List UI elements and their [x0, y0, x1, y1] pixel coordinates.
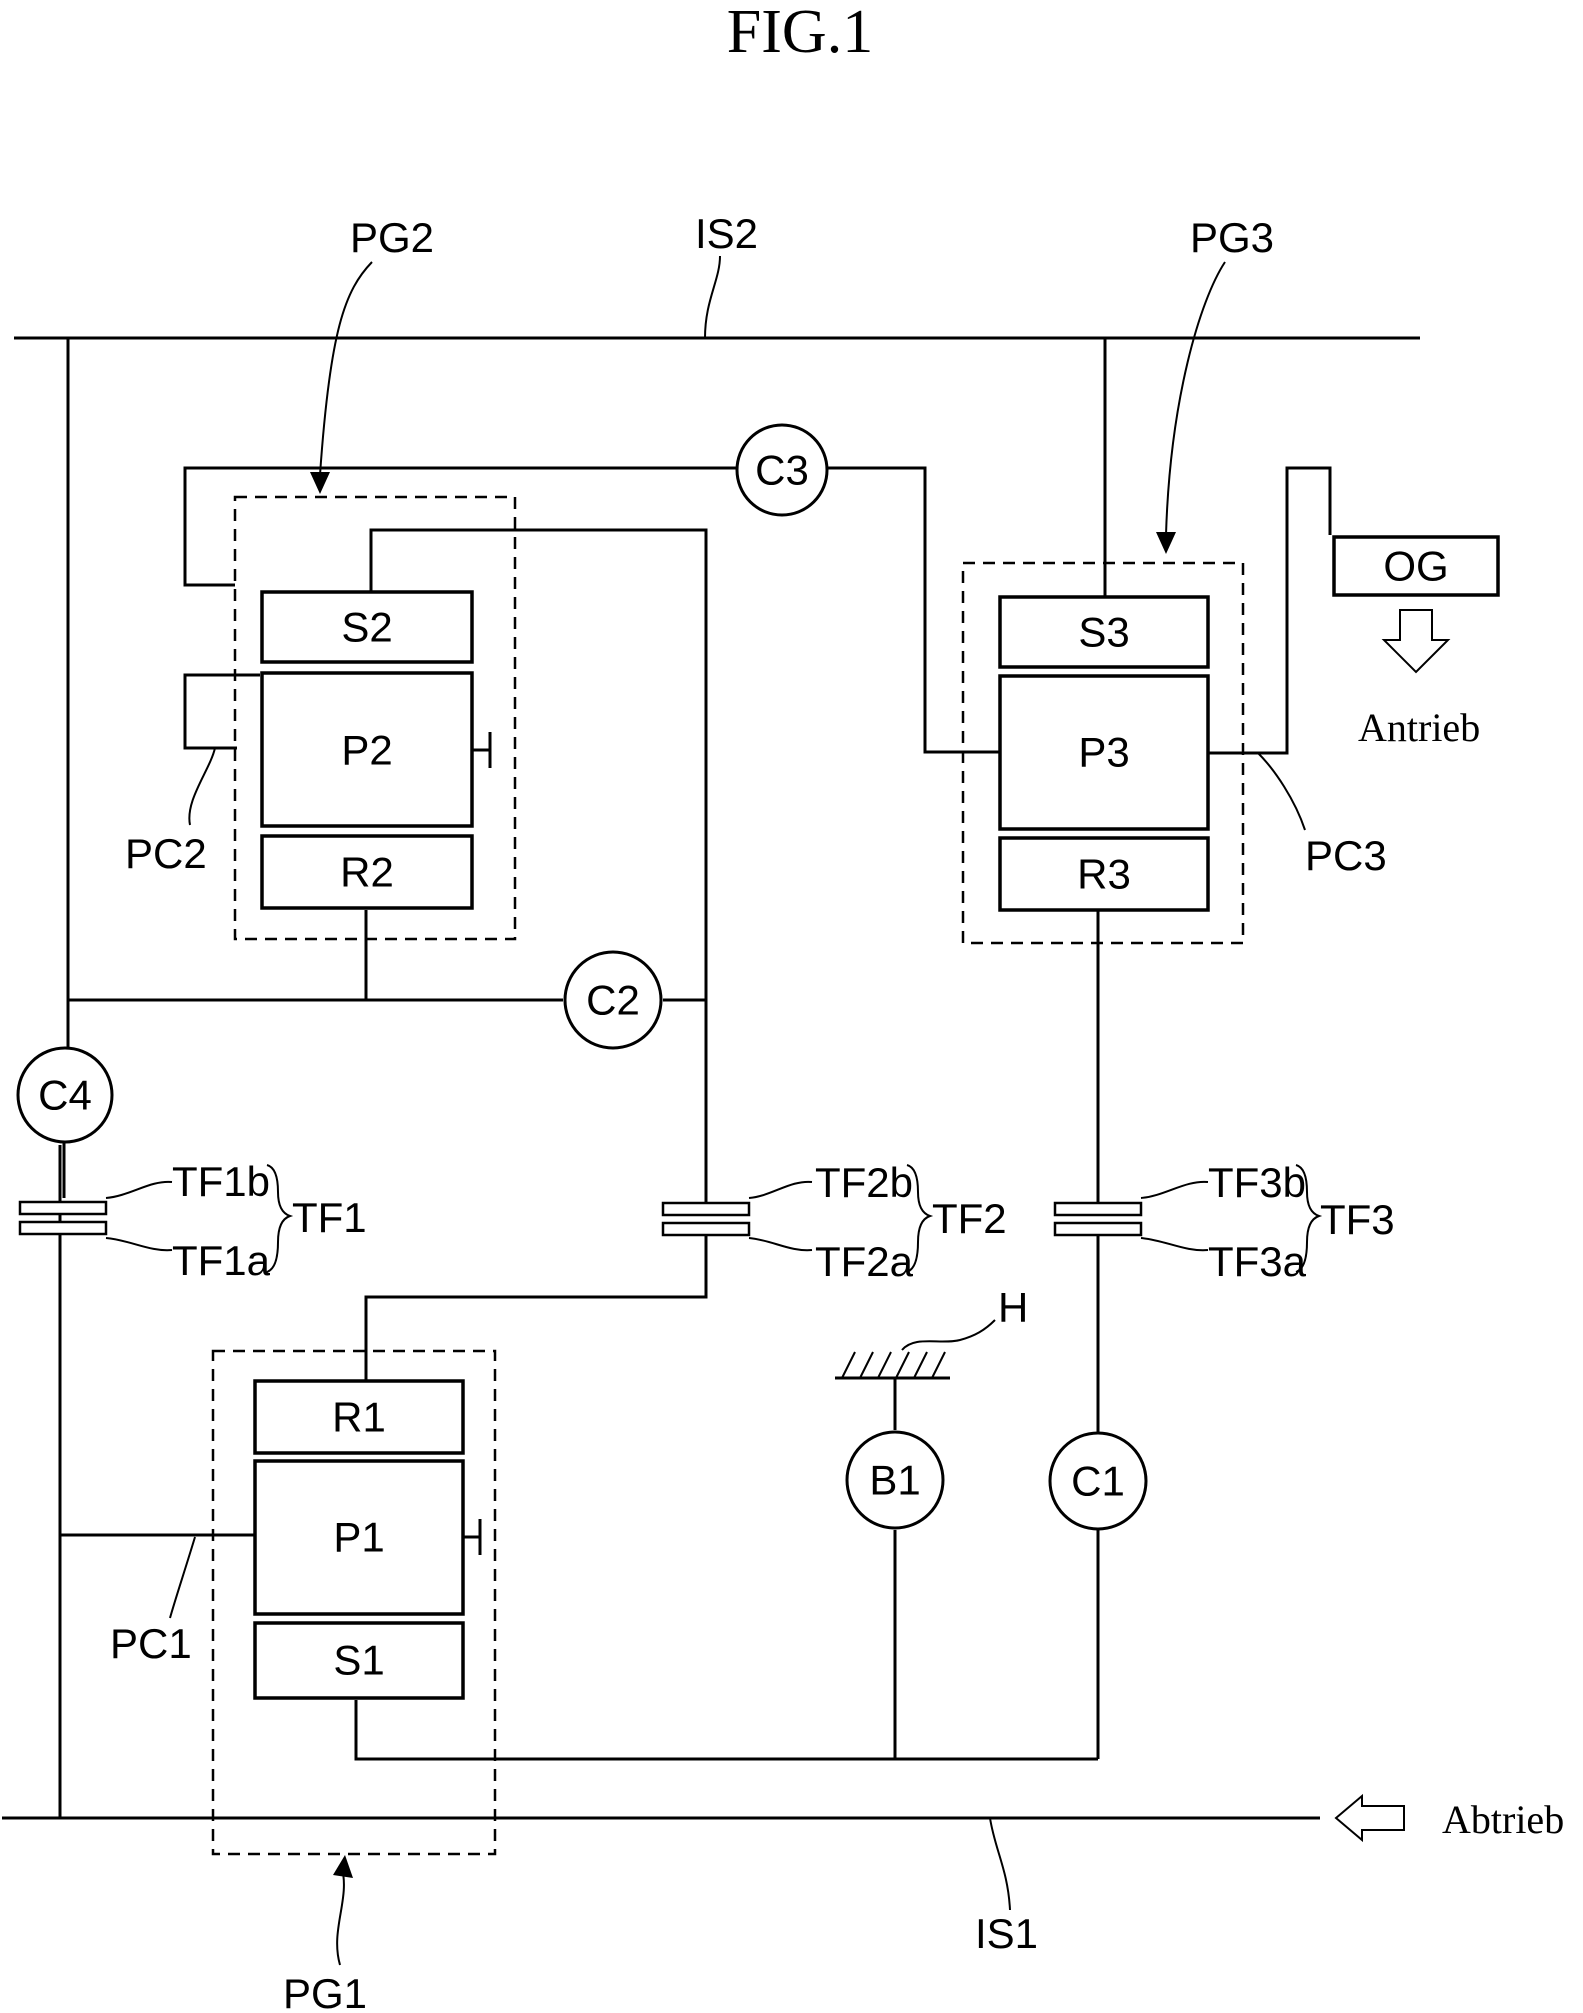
pc2-leader [189, 748, 215, 825]
is1-label: IS1 [975, 1910, 1038, 1957]
tf1a-label: TF1a [172, 1237, 271, 1284]
r2-label: R2 [340, 849, 394, 896]
p1-label: P1 [333, 1514, 384, 1561]
tf1b-label: TF1b [172, 1158, 270, 1205]
pg3-label: PG3 [1190, 214, 1274, 261]
figure-title: FIG.1 [727, 0, 873, 66]
pg1-leader [337, 1868, 344, 1965]
antrieb-label: Antrieb [1358, 705, 1480, 750]
tf1-label: TF1 [292, 1194, 367, 1241]
pc3-leader [1258, 753, 1305, 830]
tf1-brace [267, 1165, 290, 1272]
pc2-label: PC2 [125, 830, 207, 877]
pc2-carrier-link [185, 675, 260, 748]
pc3-to-og-link [1205, 468, 1330, 753]
pc1-label: PC1 [110, 1620, 192, 1667]
h-leader [902, 1320, 995, 1350]
c2-label: C2 [586, 977, 640, 1024]
s3-label: S3 [1078, 609, 1129, 656]
is2-leader [705, 256, 720, 338]
c3-label: C3 [755, 447, 809, 494]
tf3a-label: TF3a [1208, 1238, 1307, 1285]
tf3b-leader [1141, 1182, 1208, 1198]
s2-label: S2 [341, 604, 392, 651]
pg2-leader [320, 262, 372, 475]
tf3b-label: TF3b [1208, 1159, 1306, 1206]
s1-label: S1 [333, 1637, 384, 1684]
pc3-label: PC3 [1305, 832, 1387, 879]
abtrieb-label: Abtrieb [1442, 1797, 1564, 1842]
pg1-arrowhead-icon [333, 1855, 353, 1878]
tf1a-leader [106, 1238, 172, 1250]
tf2b-label: TF2b [815, 1159, 913, 1206]
transfer-gear-tf2 [663, 1203, 749, 1235]
c1-label: C1 [1071, 1458, 1125, 1505]
transfer-gear-tf3 [1055, 1203, 1141, 1235]
pg1-label: PG1 [283, 1970, 367, 2013]
tf3-label: TF3 [1320, 1196, 1395, 1243]
pc1-leader [170, 1537, 195, 1618]
pc2-to-c3-link [185, 468, 737, 585]
c3-to-pc3-link [827, 468, 1000, 752]
h-label: H [998, 1284, 1028, 1331]
tf2a-label: TF2a [815, 1238, 914, 1285]
b1-label: B1 [869, 1457, 920, 1504]
output-arrow-icon [1384, 610, 1448, 672]
housing-hatch-icon [842, 1352, 945, 1378]
pg3-arrowhead-icon [1156, 532, 1176, 554]
r3-label: R3 [1077, 851, 1131, 898]
pg2-label: PG2 [350, 214, 434, 261]
is1-leader [990, 1818, 1010, 1910]
pg2-arrowhead-icon [310, 472, 330, 494]
tf2b-leader [749, 1182, 812, 1198]
og-label: OG [1383, 543, 1448, 590]
r1-label: R1 [332, 1394, 386, 1441]
s1-bus [356, 1700, 1098, 1759]
tf2-to-r1-link [366, 1255, 706, 1380]
p3-label: P3 [1078, 729, 1129, 776]
input-arrow-icon [1336, 1796, 1404, 1840]
pg3-leader [1166, 262, 1225, 535]
c4-label: C4 [38, 1072, 92, 1119]
tf3a-leader [1141, 1238, 1208, 1250]
p2-label: P2 [341, 727, 392, 774]
tf2a-leader [749, 1238, 812, 1250]
is2-label: IS2 [695, 210, 758, 257]
transfer-gear-tf1 [20, 1202, 106, 1234]
tf2-label: TF2 [932, 1195, 1007, 1242]
tf1b-leader [106, 1182, 172, 1198]
